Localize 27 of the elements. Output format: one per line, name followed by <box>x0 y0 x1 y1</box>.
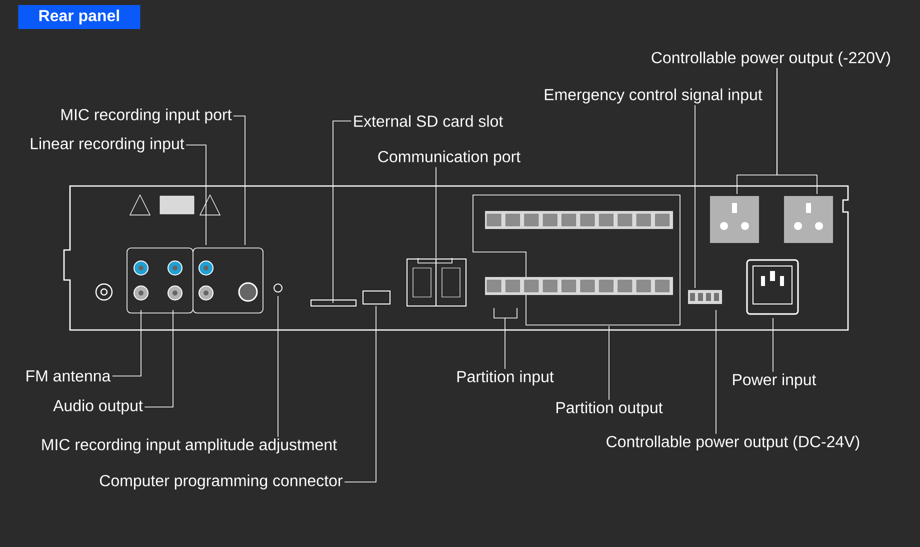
leader-line <box>494 308 518 370</box>
leader-label: MIC recording input port <box>62 108 232 124</box>
leader-line <box>233 116 246 246</box>
leader-line <box>776 68 818 194</box>
leader-label: Controllable power output (-220V) <box>652 52 890 66</box>
leader-label: MIC recording input amplitude adjustment <box>42 438 337 454</box>
leader-line <box>694 104 696 288</box>
leader-label: Partition output <box>556 402 663 416</box>
leader-label: Linear recording input <box>30 138 184 152</box>
leader-line <box>144 310 174 408</box>
leader-label: External SD card slot <box>354 115 503 127</box>
leader-label: Partition input <box>457 370 554 386</box>
leader-label: Emergency control signal input <box>544 88 762 104</box>
leader-line <box>112 310 142 376</box>
leader-line <box>186 144 206 246</box>
leader-label: Controllable power output (DC-24V) <box>606 436 860 450</box>
leader-line <box>332 120 352 304</box>
leader-label: Computer programming connector <box>100 474 343 490</box>
leader-line <box>344 306 376 482</box>
title-banner: Rear panel <box>18 5 140 29</box>
leader-line <box>772 318 774 372</box>
leader-line <box>608 326 610 400</box>
leader-label: Audio output <box>53 400 143 414</box>
leader-label: Communication port <box>378 150 520 166</box>
leader-line <box>418 166 452 264</box>
leader-label: Power input <box>733 374 816 388</box>
leader-label: FM antenna <box>26 370 111 382</box>
